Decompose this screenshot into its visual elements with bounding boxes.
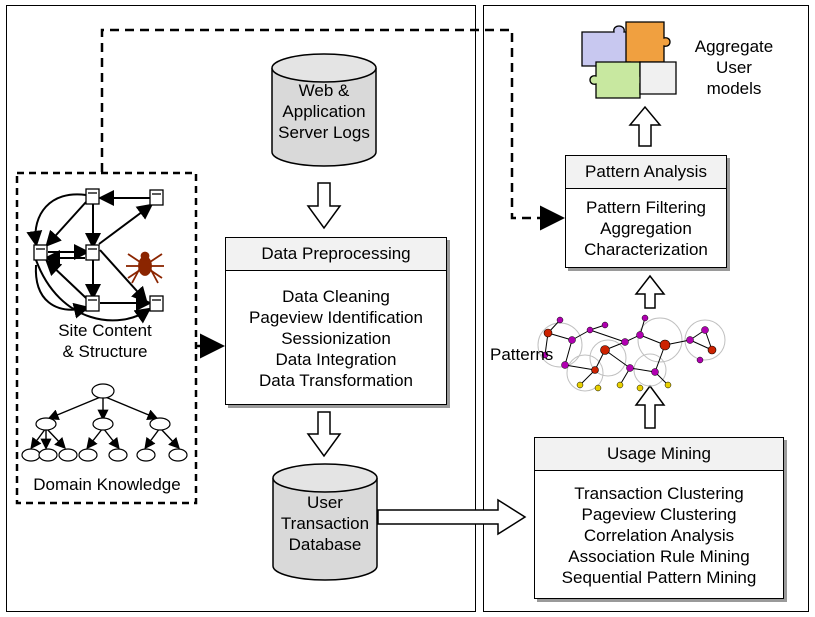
tree-node-icons [21, 383, 188, 462]
pattern-analysis-title: Pattern Analysis [566, 156, 726, 189]
patterns-label: Patterns [490, 345, 554, 364]
pattern-analysis-item: Pattern Filtering [586, 198, 706, 217]
usage-mining-box: Usage Mining Transaction Clustering Page… [534, 437, 784, 599]
site-content-line-1: Site Content [58, 321, 152, 340]
web-logs-line-1: Web & [298, 81, 350, 100]
usage-mining-item: Association Rule Mining [568, 546, 750, 566]
aggregate-line-2: User [716, 58, 752, 77]
aggregate-models-label: Aggregate User models [684, 36, 784, 99]
site-content-label: Site Content & Structure [30, 320, 180, 362]
dashed-connector-to-pattern-analysis [100, 28, 565, 231]
arrow-usage-to-patterns [634, 384, 666, 429]
site-content-line-2: & Structure [62, 342, 148, 361]
web-logs-line-2: Application [282, 102, 366, 121]
data-preprocessing-title: Data Preprocessing [226, 238, 446, 271]
arrow-patterns-to-analysis [634, 274, 666, 309]
puzzle-icon [581, 21, 677, 99]
user-db-line-3: Database [288, 535, 362, 554]
page-node-icons [33, 188, 164, 312]
preprocessing-item: Sessionization [281, 328, 391, 348]
data-preprocessing-box: Data Preprocessing Data Cleaning Pagevie… [225, 237, 447, 405]
arrow-preprocessing-to-db [306, 411, 342, 458]
patterns-network [537, 314, 726, 392]
preprocessing-item: Data Integration [275, 349, 397, 369]
user-db-line-2: Transaction [280, 514, 370, 533]
web-logs-cylinder [271, 53, 377, 167]
domain-knowledge-label: Domain Knowledge [33, 475, 181, 494]
usage-mining-item: Sequential Pattern Mining [561, 567, 757, 587]
user-db-line-1: User [307, 493, 343, 512]
web-logs-label: Web & Application Server Logs [272, 80, 376, 143]
pattern-analysis-item: Characterization [584, 240, 708, 259]
site-structure-graph [26, 190, 154, 324]
preprocessing-panel [6, 5, 476, 612]
user-db-cylinder [272, 463, 378, 581]
spider-icon [126, 251, 164, 284]
preprocessing-item: Data Cleaning [282, 286, 390, 306]
pattern-analysis-box: Pattern Analysis Pattern Filtering Aggre… [565, 155, 727, 268]
user-db-label: User Transaction Database [273, 492, 377, 555]
arrow-analysis-to-models [628, 105, 662, 147]
usage-mining-item: Correlation Analysis [583, 525, 735, 545]
arrow-db-to-usage-mining [377, 498, 527, 536]
aggregate-line-1: Aggregate [694, 37, 774, 56]
mining-panel [483, 5, 809, 612]
preprocessing-item: Data Transformation [258, 370, 413, 390]
usage-mining-item: Pageview Clustering [581, 504, 737, 524]
usage-mining-item: Transaction Clustering [574, 483, 744, 503]
pattern-analysis-item: Aggregation [600, 219, 692, 238]
preprocessing-item: Pageview Identification [249, 307, 423, 327]
domain-knowledge-tree [30, 395, 180, 450]
web-logs-line-3: Server Logs [278, 123, 370, 142]
usage-mining-title: Usage Mining [535, 438, 783, 471]
site-domain-dashed-box [15, 171, 198, 505]
arrow-logs-to-preprocessing [306, 182, 342, 230]
aggregate-line-3: models [706, 79, 762, 98]
